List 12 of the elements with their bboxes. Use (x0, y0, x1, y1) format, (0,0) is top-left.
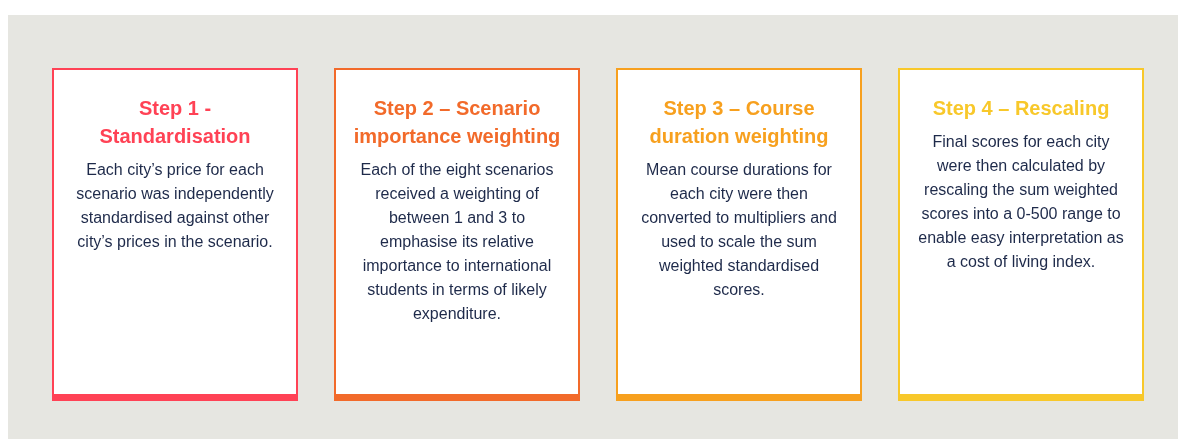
step-description: Mean course durations for each city were then converted to multipliers and used to scale the sum weighted standardised scores. (640, 160, 838, 300)
step-title: Step 2 – Scenario importance weighting (352, 96, 562, 149)
step-description: Final scores for each city were then calculated by rescaling the sum weighted scores into a 0-500 range to enable easy interpretation as a cost of living index. (917, 132, 1125, 272)
step-card (334, 68, 580, 401)
step-card (52, 68, 298, 401)
step-title: Step 3 – Course duration weighting (648, 96, 830, 149)
step-title: Step 4 – Rescaling (932, 96, 1110, 121)
step-card (898, 68, 1144, 401)
step-card (616, 68, 862, 401)
step-title: Step 1 - Standardisation (98, 96, 252, 149)
step-description: Each of the eight scenarios received a weighting of between 1 and 3 to emphasise its relative importance to international students in terms of likely expenditure. (359, 160, 555, 324)
step-description: Each city’s price for each scenario was independently standardised against other city’s prices in the scenario. (75, 160, 275, 252)
